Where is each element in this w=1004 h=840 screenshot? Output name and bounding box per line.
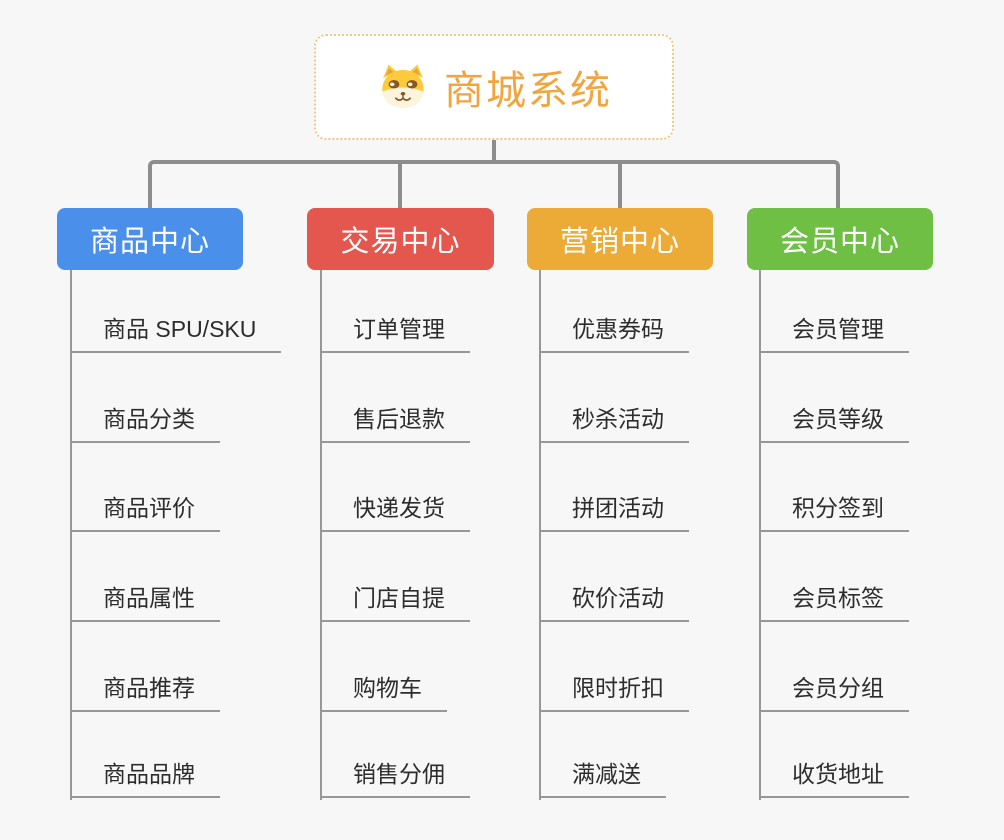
leaf-node[interactable]: 优惠券码 bbox=[539, 314, 689, 353]
leaf-node[interactable]: 订单管理 bbox=[320, 314, 470, 353]
column-member-center: 会员管理 会员等级 积分签到 会员标签 会员分组 收货地址 bbox=[759, 270, 1004, 800]
leaf-node[interactable]: 砍价活动 bbox=[539, 583, 689, 622]
branch-label: 营销中心 bbox=[559, 226, 680, 258]
leaf-node[interactable]: 限时折扣 bbox=[539, 673, 689, 712]
leaf-node[interactable]: 商品 SPU/SKU bbox=[70, 314, 282, 353]
leaf-node[interactable]: 门店自提 bbox=[320, 583, 470, 622]
leaf-node[interactable]: 销售分佣 bbox=[320, 759, 470, 798]
root-title: 商城系统 bbox=[444, 69, 612, 113]
root-stem-connector bbox=[492, 140, 496, 164]
branch-bus-connector bbox=[148, 160, 840, 208]
leaf-node[interactable]: 售后退款 bbox=[320, 404, 470, 443]
leaf-node[interactable]: 拼团活动 bbox=[539, 493, 689, 532]
drop-connector-trade bbox=[398, 164, 402, 208]
trunk-connector bbox=[759, 270, 761, 800]
shiba-dog-icon bbox=[382, 64, 424, 108]
leaf-node[interactable]: 会员等级 bbox=[759, 404, 909, 443]
branch-marketing-center[interactable]: 营销中心 bbox=[527, 208, 713, 270]
leaf-node[interactable]: 收货地址 bbox=[759, 759, 909, 798]
leaf-node[interactable]: 商品评价 bbox=[70, 493, 220, 532]
drop-connector-marketing bbox=[618, 164, 622, 208]
leaf-node[interactable]: 快递发货 bbox=[320, 493, 470, 532]
leaf-node[interactable]: 商品品牌 bbox=[70, 759, 220, 798]
branch-label: 会员中心 bbox=[779, 226, 900, 258]
branch-member-center[interactable]: 会员中心 bbox=[747, 208, 933, 270]
column-marketing-center: 优惠券码 秒杀活动 拼团活动 砍价活动 限时折扣 满减送 bbox=[539, 270, 789, 800]
leaf-node[interactable]: 会员分组 bbox=[759, 673, 909, 712]
leaf-node[interactable]: 商品分类 bbox=[70, 404, 220, 443]
branch-label: 交易中心 bbox=[340, 226, 461, 258]
root-node[interactable]: 商城系统 bbox=[314, 34, 674, 140]
leaf-node[interactable]: 会员标签 bbox=[759, 583, 909, 622]
leaf-node[interactable]: 积分签到 bbox=[759, 493, 909, 532]
column-trade-center: 订单管理 售后退款 快递发货 门店自提 购物车 销售分佣 bbox=[320, 270, 570, 800]
branch-trade-center[interactable]: 交易中心 bbox=[307, 208, 494, 270]
leaf-node[interactable]: 秒杀活动 bbox=[539, 404, 689, 443]
trunk-connector bbox=[70, 270, 72, 800]
leaf-node[interactable]: 商品属性 bbox=[70, 583, 220, 622]
leaf-node[interactable]: 会员管理 bbox=[759, 314, 909, 353]
trunk-connector bbox=[539, 270, 541, 800]
leaf-node[interactable]: 购物车 bbox=[320, 673, 447, 712]
leaf-node[interactable]: 商品推荐 bbox=[70, 673, 220, 712]
trunk-connector bbox=[320, 270, 322, 800]
branch-product-center[interactable]: 商品中心 bbox=[57, 208, 243, 270]
branch-label: 商品中心 bbox=[89, 226, 210, 258]
column-product-center: 商品 SPU/SKU 商品分类 商品评价 商品属性 商品推荐 商品品牌 bbox=[70, 270, 320, 800]
leaf-node[interactable]: 满减送 bbox=[539, 759, 666, 798]
